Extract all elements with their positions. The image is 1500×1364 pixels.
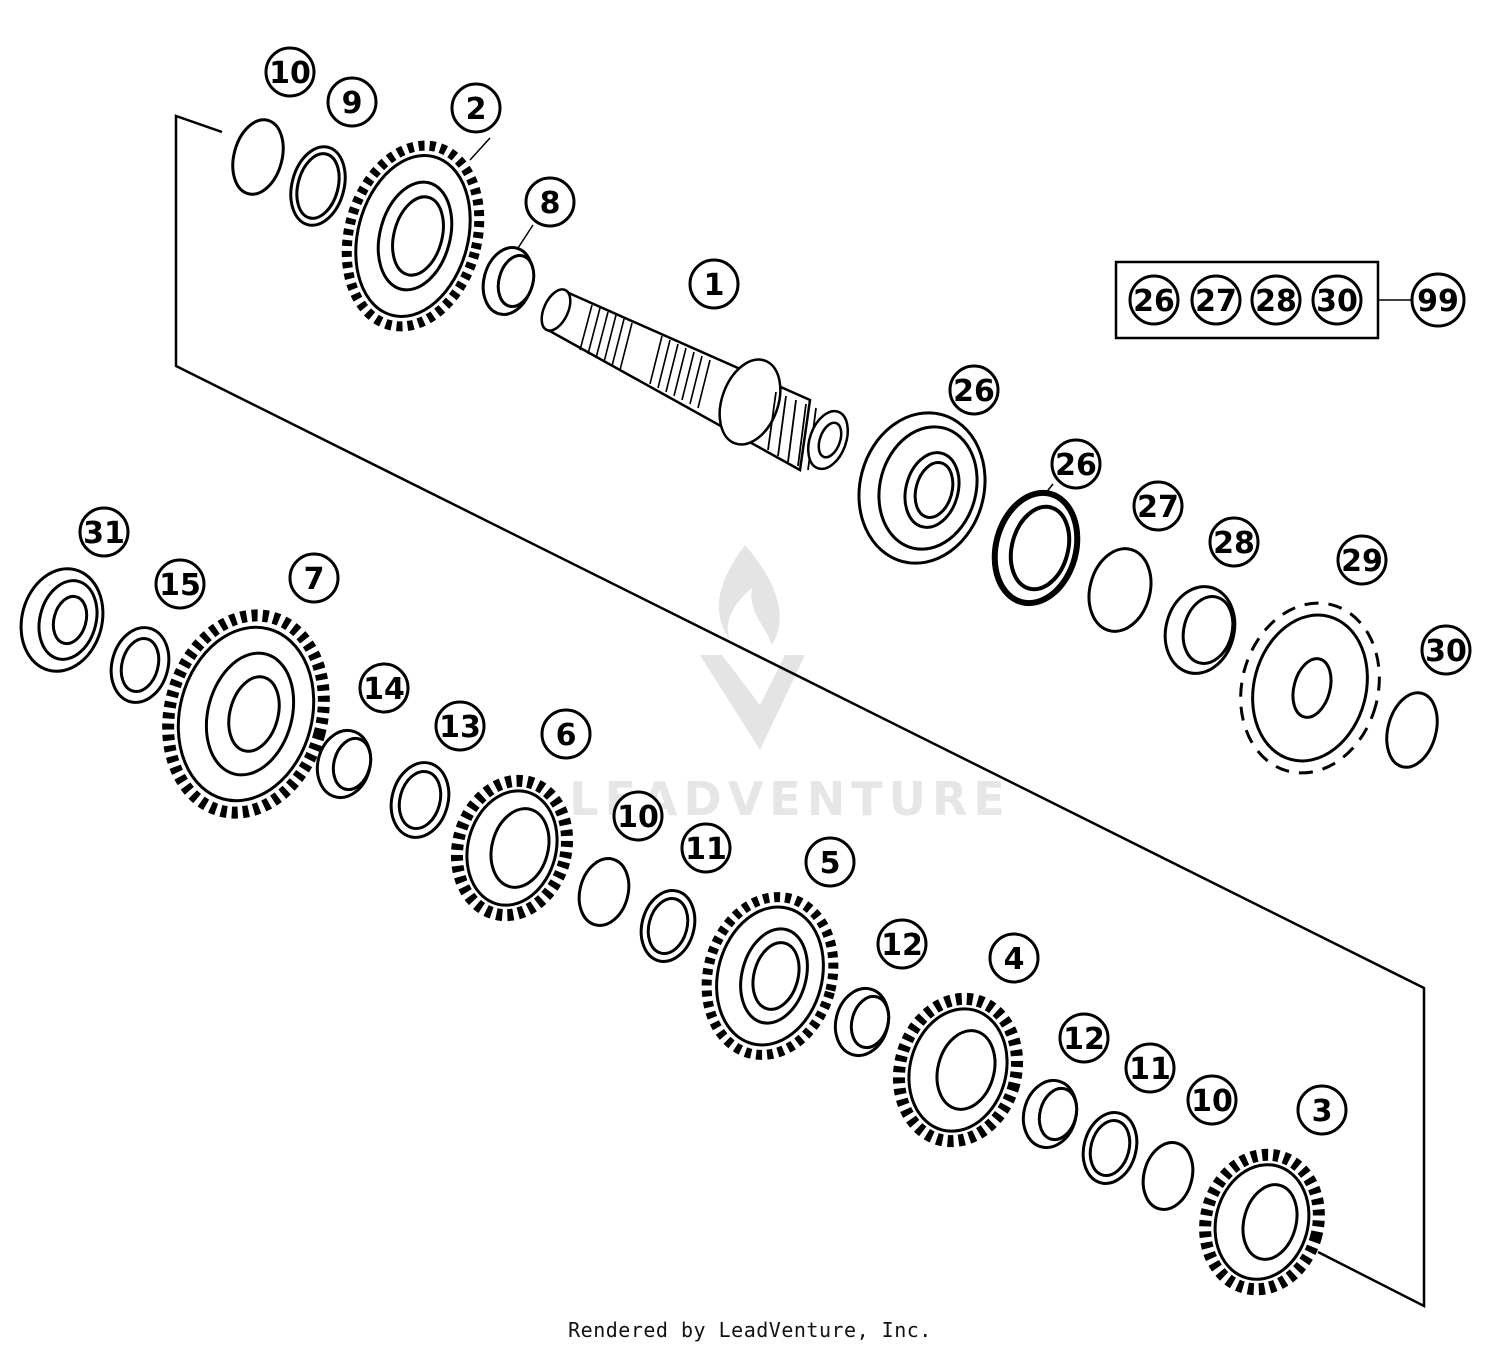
- callout-circle-c14: [358, 662, 410, 714]
- callout-label-c26b: 26: [1055, 448, 1097, 483]
- callout-label-c10a: 10: [269, 56, 311, 91]
- callout-circle-c12a: [876, 918, 928, 970]
- gear-6-icon: [450, 774, 574, 922]
- callout-circle-c11b: [1124, 1042, 1176, 1094]
- oil-seal-26: [991, 489, 1081, 607]
- kit-part-callouts: 26 27 28 30: [1128, 274, 1363, 326]
- ball-bearing-25: [857, 411, 987, 565]
- watermark-logo: [700, 545, 805, 750]
- callout-circle-c26b: [1050, 438, 1102, 490]
- gear-3-icon: [1199, 1148, 1325, 1296]
- callout-circle-c8: [524, 176, 576, 228]
- assembly-frame-line: [174, 114, 1426, 1309]
- callout-label-c26a: 26: [953, 374, 995, 409]
- gear-7-icon: [162, 609, 330, 819]
- circlip-10-mid: [577, 857, 631, 927]
- kit-number-callout: 99: [1410, 272, 1466, 328]
- washer-11-lower: [1081, 1111, 1139, 1185]
- callout-label-c3: 3: [1312, 1094, 1333, 1129]
- callout-label-c15: 15: [159, 568, 201, 603]
- callout-circle-c30: [1420, 624, 1472, 676]
- callout-circle-c27: [1132, 480, 1184, 532]
- washer-15: [109, 626, 171, 704]
- gear-2-icon: [341, 140, 485, 332]
- kit-part-4-label: 30: [1316, 284, 1358, 319]
- callout-circle-c1: [688, 258, 740, 310]
- callout-circle-c11a: [680, 822, 732, 874]
- bearing-31: [19, 567, 105, 673]
- callout-label-c29: 29: [1341, 544, 1383, 579]
- spacer-28: [1163, 585, 1237, 675]
- callout-circle-c26a: [948, 364, 1000, 416]
- callout-circle-c13: [434, 700, 486, 752]
- circlip-30: [1385, 691, 1439, 769]
- needle-bearing-14: [315, 728, 373, 800]
- washer-13: [389, 761, 451, 839]
- callout-label-c6: 6: [556, 718, 577, 753]
- callout-label-c1: 1: [704, 268, 725, 303]
- o-ring-27: [1087, 547, 1153, 633]
- gear-5-icon: [701, 892, 839, 1060]
- circlip-10-lower: [1141, 1141, 1195, 1211]
- callout-circle-c5: [804, 836, 856, 888]
- needle-bearing-12-lower: [1021, 1078, 1079, 1150]
- sprocket-29-icon: [1239, 601, 1381, 775]
- callout-label-c11b: 11: [1129, 1052, 1171, 1087]
- callout-circle-c29: [1336, 534, 1388, 586]
- callout-label-c10c: 10: [1191, 1084, 1233, 1119]
- callout-label-c5: 5: [820, 846, 841, 881]
- needle-bearing-8: [481, 246, 536, 316]
- callout-circle-c10c: [1186, 1074, 1238, 1126]
- callout-label-c28: 28: [1213, 526, 1255, 561]
- callout-label-c12b: 12: [1063, 1022, 1105, 1057]
- circlip-10-upper: [231, 118, 285, 196]
- callout-circle-c4: [988, 932, 1040, 984]
- needle-bearing-12-mid: [833, 986, 891, 1058]
- callout-circle-c28: [1208, 516, 1260, 568]
- callout-label-c30: 30: [1425, 634, 1467, 669]
- callout-label-c7: 7: [304, 562, 325, 597]
- callout-circle-c10b: [612, 790, 664, 842]
- callout-label-c8: 8: [540, 186, 561, 221]
- callout-circle-c31: [78, 506, 130, 558]
- main-shaft-1-icon: [540, 288, 850, 472]
- callout-label-c12a: 12: [881, 928, 923, 963]
- callout-circle-c2: [450, 82, 502, 134]
- callout-label-c14: 14: [363, 672, 405, 707]
- callout-circle-c15: [154, 558, 206, 610]
- gear-4-icon: [892, 992, 1024, 1148]
- callout-label-c4: 4: [1004, 942, 1025, 977]
- footer-credit: Rendered by LeadVenture, Inc.: [568, 1318, 932, 1342]
- callout-label-c31: 31: [83, 516, 125, 551]
- callout-circle-c10a: [264, 46, 316, 98]
- callout-circle-c3: [1296, 1084, 1348, 1136]
- kit-part-2-label: 27: [1195, 284, 1237, 319]
- kit-part-1-label: 26: [1133, 284, 1175, 319]
- callout-circle-c12b: [1058, 1012, 1110, 1064]
- kit-part-3-label: 28: [1255, 284, 1297, 319]
- callout-circle-c9: [326, 76, 378, 128]
- callout-label-c27: 27: [1137, 490, 1179, 525]
- callout-circle-c7: [288, 552, 340, 604]
- callout-circle-c6: [540, 708, 592, 760]
- callout-label-c10b: 10: [617, 800, 659, 835]
- kit-number-label: 99: [1417, 284, 1459, 319]
- washer-9-upper: [289, 145, 347, 227]
- callout-label-c13: 13: [439, 710, 481, 745]
- callout-label-c2: 2: [466, 92, 487, 127]
- callout-label-c11a: 11: [685, 832, 727, 867]
- callout-label-c9: 9: [342, 86, 363, 121]
- washer-11-mid: [639, 889, 697, 963]
